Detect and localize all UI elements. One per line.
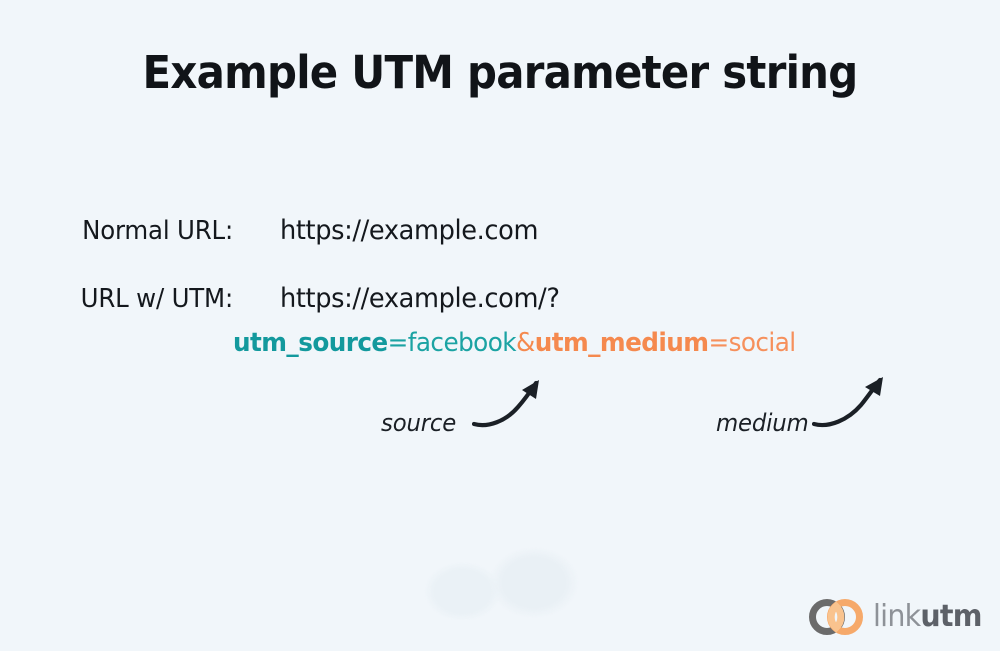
interlocking-rings-icon xyxy=(809,599,863,635)
row-label-utm-url: URL w/ UTM: xyxy=(80,284,234,314)
brand-logo: linkutm xyxy=(808,598,987,636)
url-rows: Normal URL: https://example.com URL w/ U… xyxy=(0,208,1000,364)
curved-arrow-up-right-icon xyxy=(472,380,539,428)
row-label-normal-url: Normal URL: xyxy=(82,216,233,246)
row-normal-url: Normal URL: https://example.com xyxy=(0,208,1000,254)
utm-source-value: =facebook xyxy=(387,328,517,358)
utm-source-key: utm_source xyxy=(233,328,388,358)
row-value-utm-group: https://example.com/? utm_source=faceboo… xyxy=(233,276,825,364)
page-title: Example UTM parameter string xyxy=(142,46,859,99)
annotation-label-source: source xyxy=(381,409,457,437)
row-value-utm-url: https://example.com/? xyxy=(280,283,560,314)
brand-logo-text-utm: utm xyxy=(920,599,982,634)
utm-parameter-string: utm_source=facebook&utm_medium=social xyxy=(233,322,796,364)
row-value-normal-url: https://example.com xyxy=(280,215,539,246)
utm-medium-key: utm_medium xyxy=(534,328,709,358)
background-watermark xyxy=(415,545,585,620)
utm-medium-value: =social xyxy=(708,328,796,358)
curved-arrow-up-right-icon xyxy=(812,377,883,428)
row-utm-url: URL w/ UTM: https://example.com/? utm_so… xyxy=(0,276,1000,364)
brand-logo-text-link: link xyxy=(873,599,921,634)
brand-logo-text: linkutm xyxy=(873,602,982,632)
annotation-label-medium: medium xyxy=(716,409,809,437)
utm-ampersand: & xyxy=(515,328,535,358)
